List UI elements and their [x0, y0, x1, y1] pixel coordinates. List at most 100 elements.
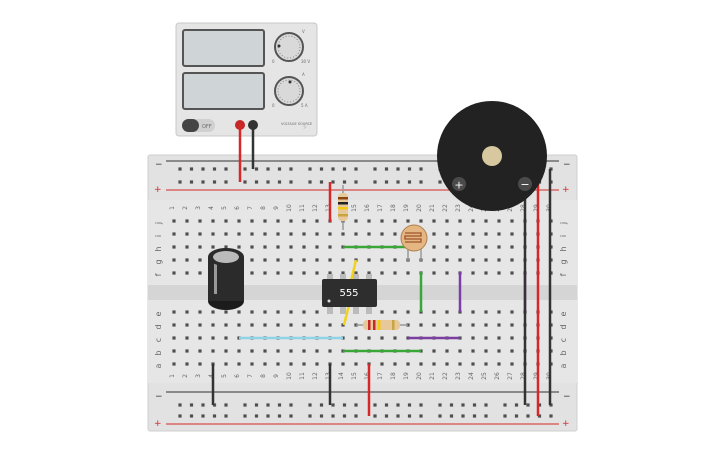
- breadboard-hole[interactable]: [315, 349, 319, 353]
- breadboard-hole[interactable]: [497, 258, 501, 262]
- breadboard-hole[interactable]: [185, 323, 189, 327]
- breadboard-hole[interactable]: [198, 258, 202, 262]
- breadboard-hole[interactable]: [172, 271, 176, 275]
- breadboard-hole[interactable]: [328, 258, 332, 262]
- breadboard-hole[interactable]: [250, 310, 254, 314]
- breadboard-hole[interactable]: [406, 362, 410, 366]
- breadboard-hole[interactable]: [198, 219, 202, 223]
- breadboard-hole[interactable]: [315, 258, 319, 262]
- rail-hole[interactable]: [384, 403, 389, 407]
- rail-hole[interactable]: [201, 167, 205, 171]
- breadboard-hole[interactable]: [211, 232, 215, 236]
- breadboard-hole[interactable]: [185, 310, 189, 314]
- breadboard-hole[interactable]: [289, 245, 293, 249]
- rail-hole[interactable]: [212, 180, 217, 184]
- rail-hole[interactable]: [254, 414, 259, 418]
- breadboard-hole[interactable]: [198, 271, 202, 275]
- breadboard-hole[interactable]: [328, 232, 332, 236]
- breadboard-hole[interactable]: [328, 323, 332, 327]
- breadboard-hole[interactable]: [432, 232, 436, 236]
- breadboard-hole[interactable]: [458, 258, 462, 262]
- rail-hole[interactable]: [243, 403, 247, 407]
- breadboard-hole[interactable]: [172, 323, 176, 327]
- breadboard-hole[interactable]: [237, 245, 241, 249]
- breadboard-hole[interactable]: [172, 349, 176, 353]
- rail-hole[interactable]: [254, 167, 259, 171]
- breadboard-hole[interactable]: [497, 232, 501, 236]
- breadboard-hole[interactable]: [315, 232, 319, 236]
- breadboard-hole[interactable]: [380, 271, 384, 275]
- rail-hole[interactable]: [212, 414, 217, 418]
- rail-hole[interactable]: [537, 414, 542, 418]
- power-supply[interactable]: V 0 30 V A 0 5 A OFF VOLTAGE SOURCE ⚡: [175, 22, 318, 137]
- breadboard-hole[interactable]: [367, 336, 371, 340]
- breadboard-hole[interactable]: [341, 258, 345, 262]
- breadboard-hole[interactable]: [497, 219, 501, 223]
- breadboard-hole[interactable]: [224, 232, 228, 236]
- rail-hole[interactable]: [189, 403, 194, 407]
- rail-hole[interactable]: [331, 167, 335, 171]
- rail-hole[interactable]: [384, 180, 389, 184]
- rail-hole[interactable]: [266, 167, 270, 171]
- breadboard-hole[interactable]: [341, 362, 345, 366]
- breadboard-hole[interactable]: [302, 271, 306, 275]
- breadboard-hole[interactable]: [510, 310, 514, 314]
- breadboard-hole[interactable]: [510, 219, 514, 223]
- breadboard-hole[interactable]: [250, 323, 254, 327]
- breadboard-hole[interactable]: [354, 219, 358, 223]
- breadboard-hole[interactable]: [445, 271, 449, 275]
- rail-hole[interactable]: [438, 403, 442, 407]
- rail-hole[interactable]: [319, 167, 324, 171]
- breadboard-hole[interactable]: [185, 271, 189, 275]
- rail-hole[interactable]: [277, 167, 282, 171]
- breadboard-hole[interactable]: [289, 258, 293, 262]
- breadboard-hole[interactable]: [341, 232, 345, 236]
- rail-hole[interactable]: [373, 167, 377, 171]
- breadboard-hole[interactable]: [198, 245, 202, 249]
- breadboard-hole[interactable]: [393, 271, 397, 275]
- breadboard-hole[interactable]: [250, 362, 254, 366]
- breadboard-hole[interactable]: [471, 245, 475, 249]
- breadboard-hole[interactable]: [354, 232, 358, 236]
- breadboard-hole[interactable]: [380, 310, 384, 314]
- breadboard-hole[interactable]: [289, 349, 293, 353]
- rail-hole[interactable]: [484, 403, 488, 407]
- rail-hole[interactable]: [308, 180, 312, 184]
- rail-hole[interactable]: [224, 167, 228, 171]
- breadboard-hole[interactable]: [198, 362, 202, 366]
- rail-hole[interactable]: [178, 403, 182, 407]
- breadboard-hole[interactable]: [510, 362, 514, 366]
- breadboard-hole[interactable]: [406, 310, 410, 314]
- breadboard-hole[interactable]: [510, 336, 514, 340]
- rail-hole[interactable]: [526, 414, 530, 418]
- rail-hole[interactable]: [384, 414, 389, 418]
- buzzer[interactable]: + −: [437, 101, 547, 211]
- rail-hole[interactable]: [514, 403, 519, 407]
- breadboard-hole[interactable]: [276, 271, 280, 275]
- breadboard-hole[interactable]: [393, 232, 397, 236]
- breadboard-hole[interactable]: [289, 232, 293, 236]
- breadboard-hole[interactable]: [393, 258, 397, 262]
- breadboard-hole[interactable]: [289, 219, 293, 223]
- rail-hole[interactable]: [308, 403, 312, 407]
- rail-hole[interactable]: [342, 167, 347, 171]
- rail-hole[interactable]: [289, 403, 293, 407]
- rail-hole[interactable]: [384, 167, 389, 171]
- breadboard-hole[interactable]: [432, 310, 436, 314]
- rail-hole[interactable]: [201, 414, 205, 418]
- breadboard-hole[interactable]: [224, 362, 228, 366]
- rail-hole[interactable]: [243, 167, 247, 171]
- breadboard-hole[interactable]: [224, 336, 228, 340]
- breadboard-hole[interactable]: [198, 323, 202, 327]
- rail-hole[interactable]: [514, 414, 519, 418]
- breadboard-hole[interactable]: [198, 336, 202, 340]
- breadboard-hole[interactable]: [263, 349, 267, 353]
- wires[interactable]: [211, 125, 552, 416]
- breadboard-hole[interactable]: [289, 310, 293, 314]
- rail-hole[interactable]: [289, 414, 293, 418]
- rail-hole[interactable]: [243, 414, 247, 418]
- breadboard-hole[interactable]: [510, 258, 514, 262]
- rail-hole[interactable]: [354, 180, 358, 184]
- breadboard-hole[interactable]: [328, 349, 332, 353]
- breadboard-hole[interactable]: [458, 219, 462, 223]
